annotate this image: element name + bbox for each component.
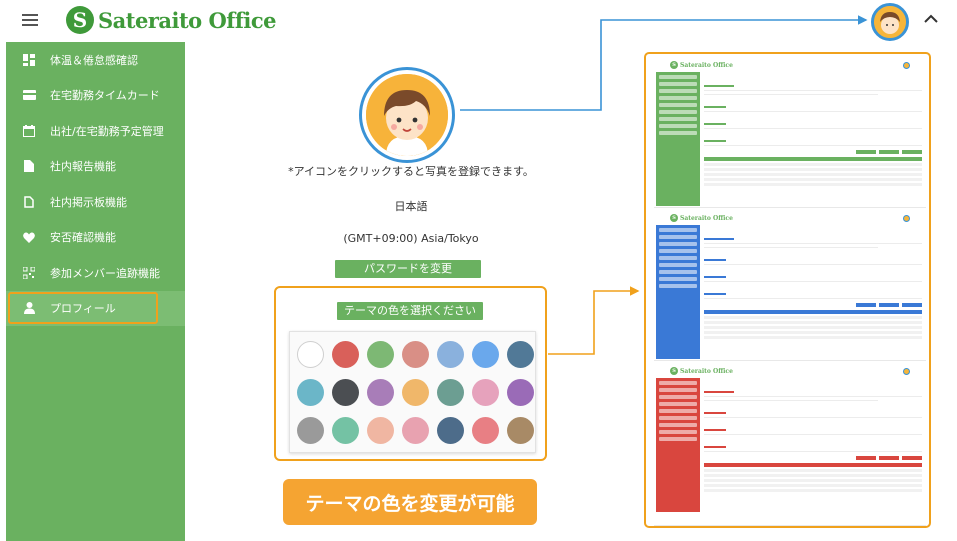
logo-text: Sateraito Office [98, 7, 277, 33]
dashboard-icon [22, 53, 36, 67]
preview-body [704, 380, 922, 512]
preview-body [704, 74, 922, 206]
preview-logo-text: Sateraito Office [680, 61, 733, 69]
theme-color-swatch[interactable] [297, 379, 324, 406]
swatch-row [297, 341, 542, 368]
preview-logo-text: Sateraito Office [680, 214, 733, 222]
theme-color-swatch[interactable] [367, 417, 394, 444]
sidebar-item-label: 安否確認機能 [50, 231, 116, 245]
theme-color-swatch[interactable] [507, 417, 534, 444]
document-outline-icon [22, 195, 36, 209]
theme-color-swatch[interactable] [507, 341, 534, 368]
theme-color-swatch[interactable] [297, 417, 324, 444]
person-icon [22, 301, 36, 315]
logo-mark-icon: S [66, 6, 94, 34]
theme-selector-highlight: テーマの色を選択ください [274, 286, 547, 461]
app-header: S Sateraito Office [0, 0, 957, 42]
theme-color-swatch[interactable] [367, 379, 394, 406]
card-icon [22, 88, 36, 102]
theme-swatch-panel [289, 331, 536, 453]
theme-color-swatch[interactable] [437, 379, 464, 406]
sidebar-item-label: プロフィール [50, 302, 116, 316]
theme-color-swatch[interactable] [297, 341, 324, 368]
sidebar-item-label: 社内報告機能 [50, 160, 116, 174]
theme-change-banner: テーマの色を変更が可能 [283, 479, 537, 525]
language-value: 日本語 [394, 200, 428, 213]
theme-color-swatch[interactable] [402, 341, 429, 368]
avatar-hint-text: *アイコンをクリックすると写真を登録できます。 [288, 165, 534, 178]
document-icon [22, 159, 36, 173]
heart-icon [22, 230, 36, 244]
theme-color-swatch[interactable] [332, 341, 359, 368]
sidebar-item-schedule[interactable]: 出社/在宅勤務予定管理 [6, 113, 185, 149]
sidebar-item-label: 出社/在宅勤務予定管理 [50, 124, 164, 138]
change-password-button[interactable]: パスワードを変更 [335, 260, 481, 278]
preview-logo-text: Sateraito Office [680, 367, 733, 375]
active-highlight [8, 291, 158, 324]
boy-avatar-icon [874, 6, 906, 38]
theme-color-swatch[interactable] [332, 379, 359, 406]
preview-avatar-icon [903, 215, 910, 222]
preview-sidebar [656, 378, 700, 512]
preview-body [704, 227, 922, 359]
preview-avatar-icon [903, 368, 910, 375]
user-avatar[interactable] [871, 3, 909, 41]
sidebar-item-label: 参加メンバー追跡機能 [50, 266, 160, 280]
theme-color-swatch[interactable] [402, 379, 429, 406]
swatch-row [297, 379, 542, 406]
sidebar-item-profile[interactable]: プロフィール [6, 290, 185, 326]
sidebar-item-label: 体温＆倦怠感確認 [50, 53, 138, 67]
sidebar-item-report[interactable]: 社内報告機能 [6, 149, 185, 185]
sidebar-item-member-tracking[interactable]: 参加メンバー追跡機能 [6, 255, 185, 291]
qr-code-icon [22, 266, 36, 280]
sidebar-item-health-check[interactable]: 体温＆倦怠感確認 [6, 42, 185, 78]
preview-sidebar [656, 225, 700, 359]
preview-sidebar [656, 72, 700, 206]
app-logo[interactable]: S Sateraito Office [66, 6, 277, 34]
menu-icon[interactable] [22, 14, 38, 26]
chevron-up-icon[interactable] [922, 10, 940, 28]
theme-color-swatch[interactable] [507, 379, 534, 406]
theme-title-label: テーマの色を選択ください [337, 302, 483, 320]
boy-avatar-icon [366, 74, 448, 156]
calendar-icon [22, 124, 36, 138]
swatch-row [297, 417, 542, 444]
sidebar-item-timecard[interactable]: 在宅勤務タイムカード [6, 78, 185, 114]
sidebar-item-label: 在宅勤務タイムカード [50, 89, 160, 103]
sidebar-item-bulletin[interactable]: 社内掲示板機能 [6, 184, 185, 220]
theme-color-swatch[interactable] [437, 417, 464, 444]
sidebar-item-safety[interactable]: 安否確認機能 [6, 220, 185, 256]
timezone-value: (GMT+09:00) Asia/Tokyo [343, 232, 479, 245]
theme-color-swatch[interactable] [472, 417, 499, 444]
theme-color-swatch[interactable] [437, 341, 464, 368]
profile-panel: *アイコンをクリックすると写真を登録できます。 日本語 (GMT+09:00) … [185, 42, 637, 541]
theme-color-swatch[interactable] [402, 417, 429, 444]
theme-color-swatch[interactable] [367, 341, 394, 368]
theme-color-swatch[interactable] [472, 341, 499, 368]
sidebar: 体温＆倦怠感確認 在宅勤務タイムカード 出社/在宅勤務予定管理 社内報告機能 社… [6, 42, 185, 541]
sidebar-item-label: 社内掲示板機能 [50, 195, 127, 209]
theme-color-swatch[interactable] [332, 417, 359, 444]
profile-avatar[interactable] [359, 67, 455, 163]
preview-avatar-icon [903, 62, 910, 69]
theme-color-swatch[interactable] [472, 379, 499, 406]
